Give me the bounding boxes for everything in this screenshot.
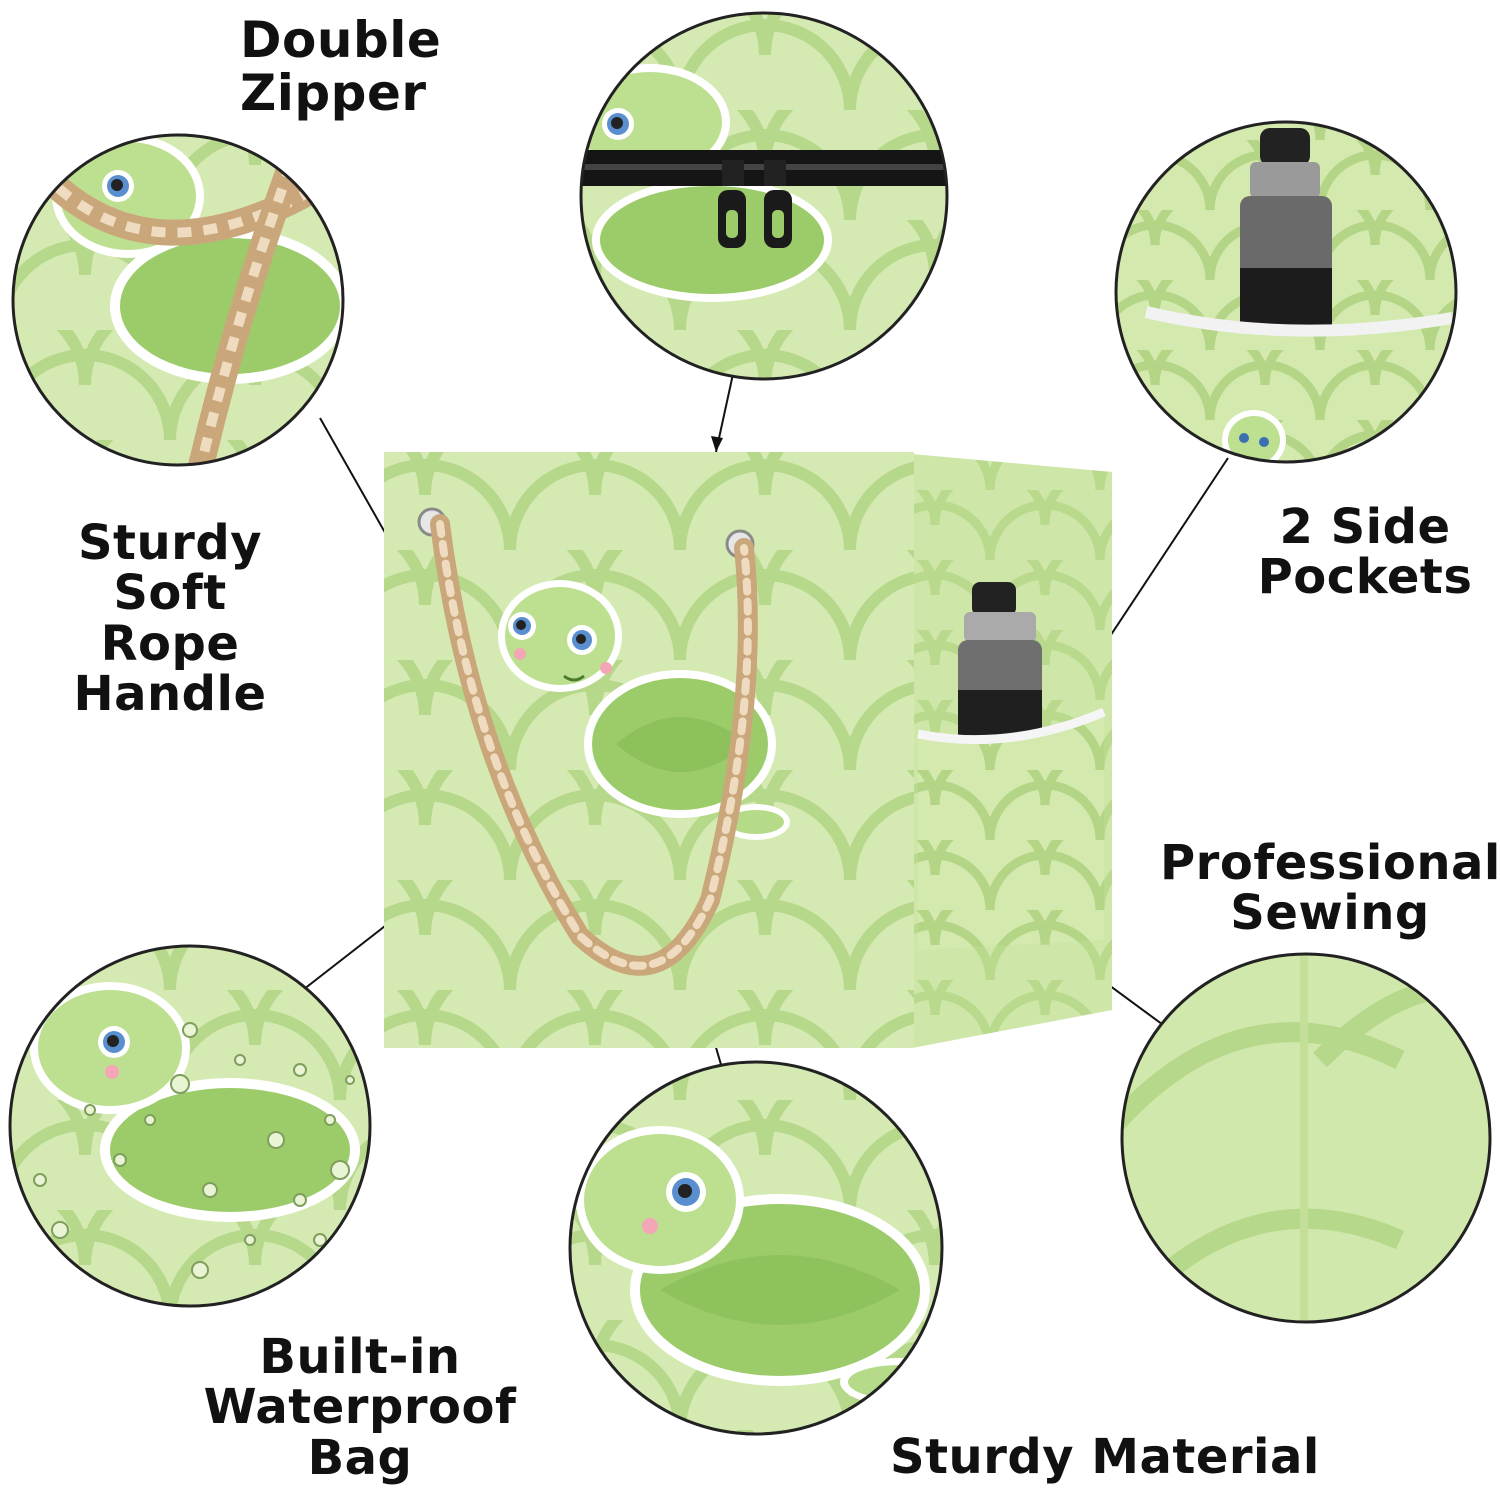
detail-turtle-print	[568, 1060, 944, 1436]
label-line: Bag	[307, 1429, 413, 1486]
label-line: Soft	[113, 565, 227, 622]
label-side-pockets: 2 Side Pockets	[1240, 502, 1490, 603]
detail-waterproof-bag	[8, 944, 372, 1308]
label-line: Double Zipper	[240, 11, 442, 122]
label-line: 2 Side	[1279, 499, 1451, 555]
label-professional-sewing: Professional Sewing	[1160, 838, 1500, 939]
tote-bag	[384, 452, 1112, 1048]
detail-rope-handle	[11, 133, 345, 467]
detail-professional-sewing	[1120, 952, 1492, 1324]
bag-side-pocket	[918, 712, 1104, 950]
label-line: Professional	[1160, 835, 1500, 891]
label-line: Built-in	[259, 1329, 461, 1385]
label-line: Rope Handle	[73, 615, 267, 723]
label-double-zipper: Double Zipper	[240, 14, 640, 119]
water-bottle	[958, 582, 1042, 736]
label-line: Sturdy	[77, 515, 262, 571]
label-line: Pockets	[1257, 549, 1473, 606]
label-line: Sewing	[1230, 885, 1430, 942]
label-rope-handle: Sturdy Soft Rope Handle	[0, 518, 340, 720]
label-line: Sturdy Material	[890, 1429, 1320, 1485]
detail-double-zipper	[579, 11, 949, 381]
detail-side-pockets	[1114, 120, 1458, 464]
label-line: Waterproof	[203, 1379, 517, 1436]
label-sturdy-material: Sturdy Material	[890, 1429, 1330, 1485]
label-waterproof-bag: Built-in Waterproof Bag	[190, 1329, 530, 1486]
water-droplets	[33, 1022, 355, 1279]
